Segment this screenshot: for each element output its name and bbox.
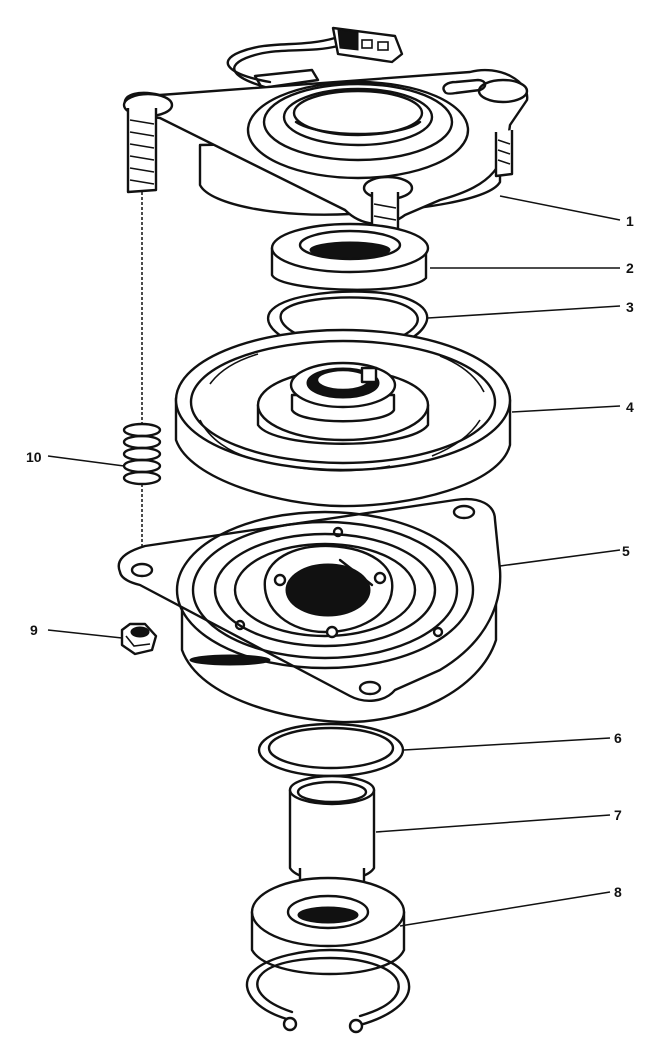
callout-7: 7 [614,807,622,823]
callout-6: 6 [614,730,622,746]
part-5-coil-plate [117,497,502,724]
callout-2: 2 [626,260,634,276]
part-9-nut [120,622,158,656]
callout-9: 9 [30,622,38,638]
callout-5: 5 [622,543,630,559]
part-8-bearing [250,876,406,976]
callout-8: 8 [614,884,622,900]
callout-3: 3 [626,299,634,315]
bottom-snap-ring [245,948,411,1034]
callout-4: 4 [626,399,634,415]
wire-connector [226,26,404,92]
part-2-bearing [270,222,430,291]
part-4-pulley-disc [174,328,512,508]
part-10-spring [122,192,162,560]
callout-1: 1 [626,213,634,229]
leader-lines [47,195,621,927]
callout-10: 10 [26,449,42,465]
part-6-ring [257,722,405,778]
